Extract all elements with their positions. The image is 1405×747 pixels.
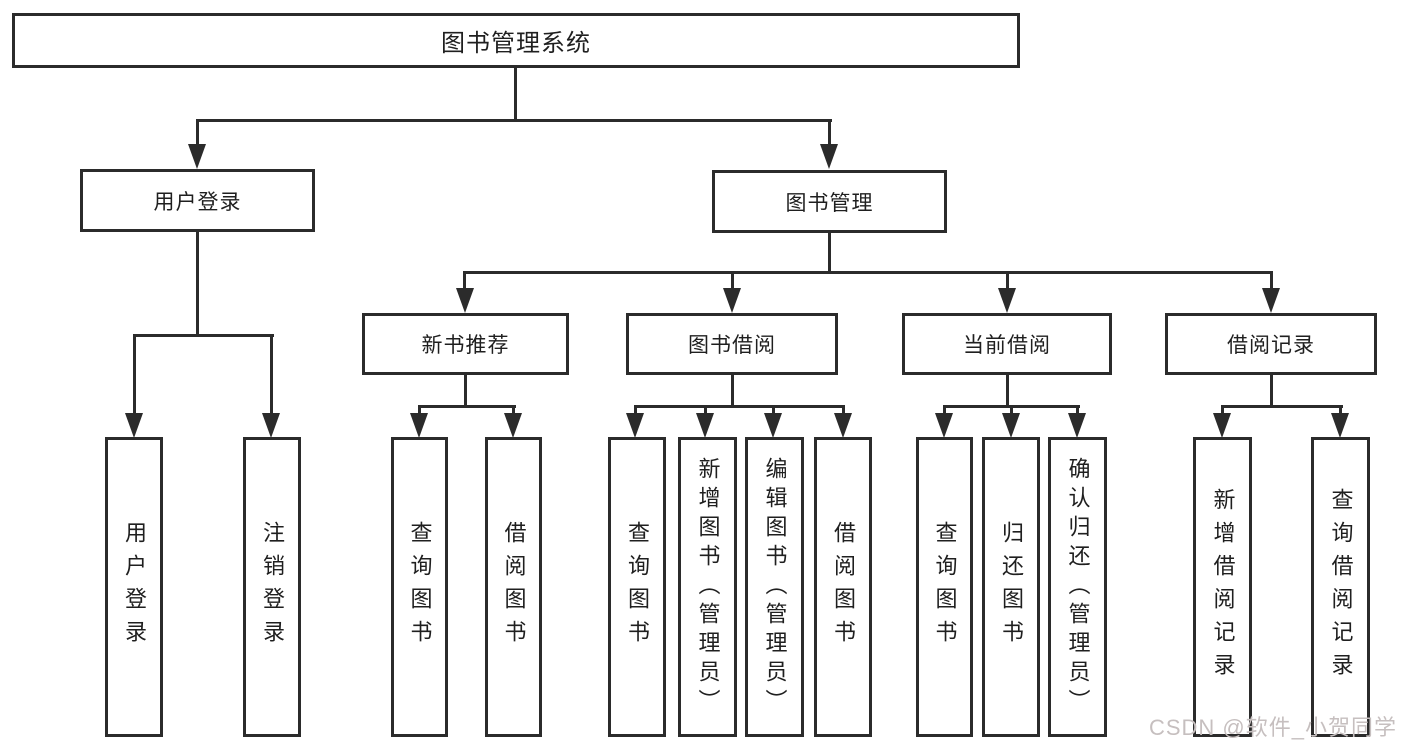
node-leaf-query-books: 查询图书	[608, 437, 666, 737]
node-label: 新增借阅记录	[1210, 488, 1236, 686]
node-label: 归还图书	[999, 521, 1024, 653]
node-label: 图书借阅	[688, 334, 776, 357]
node-leaf-query-borrow-record: 查询借阅记录	[1311, 437, 1370, 737]
connector-line-v	[133, 334, 136, 429]
node-leaf-logout: 注销登录	[243, 437, 301, 737]
connector-line-v	[196, 232, 199, 336]
arrowhead-down-icon	[696, 413, 714, 438]
arrowhead-down-icon	[125, 413, 143, 438]
arrowhead-down-icon	[1331, 413, 1349, 438]
node-leaf-query-books: 查询图书	[916, 437, 973, 737]
node-label: 当前借阅	[963, 334, 1051, 357]
arrowhead-down-icon	[834, 413, 852, 438]
connector-line-v	[731, 375, 734, 407]
node-leaf-borrow-books: 借阅图书	[814, 437, 872, 737]
arrowhead-down-icon	[456, 288, 474, 313]
node-label: 查询图书	[625, 521, 650, 653]
arrowhead-down-icon	[935, 413, 953, 438]
node-new-book-recommend: 新书推荐	[362, 313, 569, 375]
node-label: 借阅图书	[501, 521, 527, 653]
node-label: 新书推荐	[421, 334, 510, 357]
connector-line-h	[1221, 405, 1343, 408]
arrowhead-down-icon	[410, 413, 428, 438]
node-book-borrow: 图书借阅	[626, 313, 838, 375]
connector-line-h	[196, 119, 832, 122]
node-leaf-user-login: 用户登录	[105, 437, 163, 737]
connector-line-v	[464, 375, 467, 407]
node-label: 查询借阅记录	[1328, 488, 1354, 686]
node-label: 查询图书	[932, 521, 958, 653]
connector-line-v	[1006, 375, 1009, 407]
arrowhead-down-icon	[504, 413, 522, 438]
arrowhead-down-icon	[1068, 413, 1086, 438]
node-library-management-system: 图书管理系统	[12, 13, 1020, 68]
node-label: 图书管理系统	[441, 30, 591, 57]
arrowhead-down-icon	[262, 413, 280, 438]
arrowhead-down-icon	[723, 288, 741, 313]
node-label: 新增图书（管理员）	[695, 456, 721, 718]
node-leaf-query-books: 查询图书	[391, 437, 448, 737]
connector-line-v	[514, 68, 517, 122]
node-leaf-borrow-books: 借阅图书	[485, 437, 542, 737]
node-label: 借阅记录	[1227, 334, 1315, 357]
node-current-borrow: 当前借阅	[902, 313, 1112, 375]
arrowhead-down-icon	[1002, 413, 1020, 438]
connector-line-v	[828, 119, 831, 163]
node-label: 用户登录	[122, 521, 147, 653]
connector-line-v	[828, 233, 831, 274]
node-label: 用户登录	[153, 190, 242, 214]
connector-line-v	[1270, 375, 1273, 407]
arrowhead-down-icon	[1262, 288, 1280, 313]
node-user-login: 用户登录	[80, 169, 315, 232]
connector-line-h	[634, 405, 845, 408]
arrowhead-down-icon	[998, 288, 1016, 313]
node-leaf-edit-books-admin: 编辑图书（管理员）	[745, 437, 804, 737]
node-label: 注销登录	[260, 521, 285, 653]
arrowhead-down-icon	[820, 144, 838, 169]
connector-line-h	[463, 271, 1273, 274]
node-leaf-add-borrow-record: 新增借阅记录	[1193, 437, 1252, 737]
node-label: 查询图书	[407, 521, 433, 653]
connector-line-h	[133, 334, 274, 337]
arrowhead-down-icon	[626, 413, 644, 438]
node-label: 确认归还（管理员）	[1065, 456, 1091, 718]
watermark: CSDN @软件_小贺同学	[1148, 715, 1397, 740]
node-label: 图书管理	[785, 191, 874, 215]
arrowhead-down-icon	[188, 144, 206, 169]
connector-line-v	[196, 119, 199, 163]
connector-line-v	[270, 334, 273, 429]
arrowhead-down-icon	[764, 413, 782, 438]
node-leaf-add-books-admin: 新增图书（管理员）	[678, 437, 737, 737]
node-label: 借阅图书	[831, 521, 856, 653]
node-label: 编辑图书（管理员）	[762, 456, 788, 718]
node-leaf-return-books: 归还图书	[982, 437, 1040, 737]
node-book-management: 图书管理	[712, 170, 947, 233]
node-leaf-confirm-return-admin: 确认归还（管理员）	[1048, 437, 1107, 737]
connector-line-h	[418, 405, 516, 408]
arrowhead-down-icon	[1213, 413, 1231, 438]
node-borrow-record: 借阅记录	[1165, 313, 1377, 375]
